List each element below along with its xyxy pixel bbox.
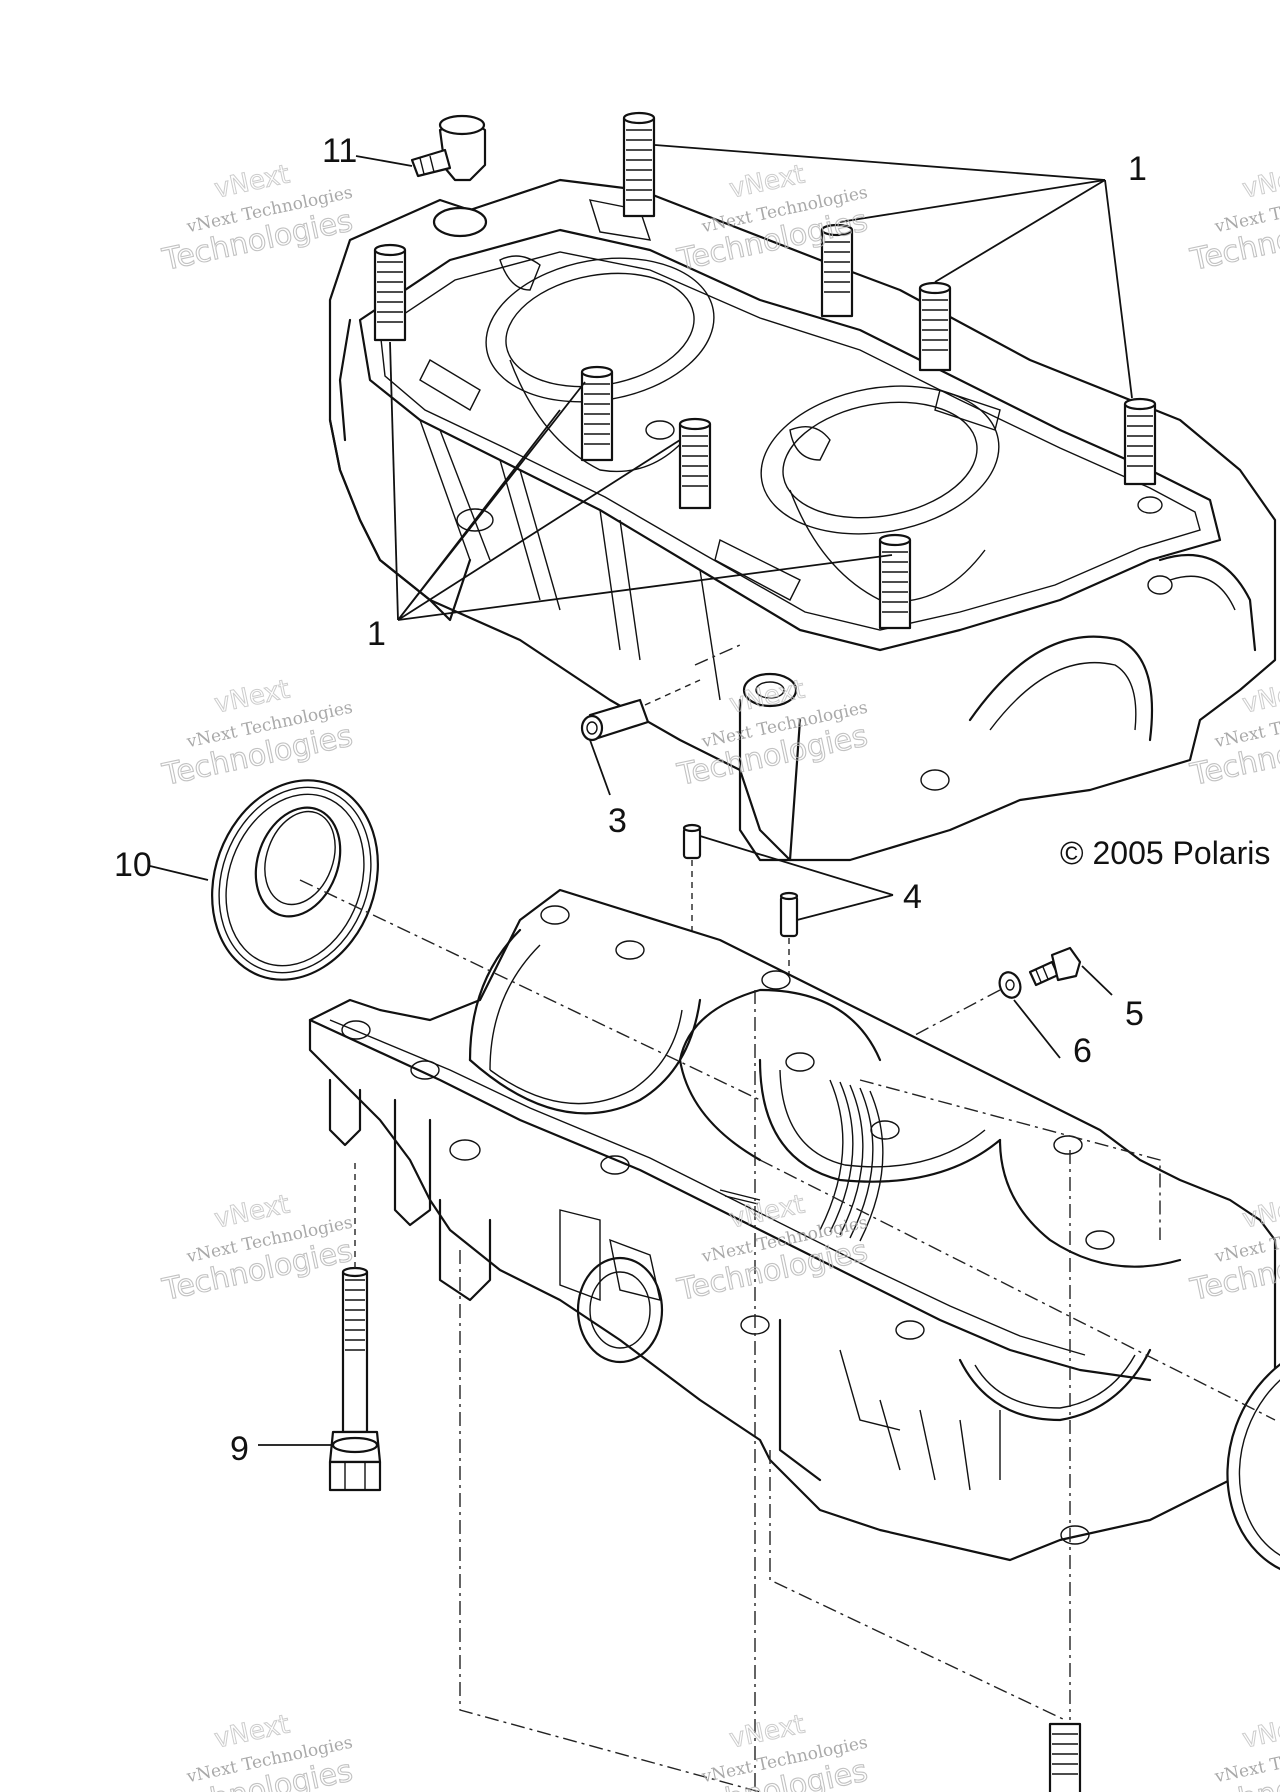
- watermark: vNext vNext Technologies Technologies: [158, 674, 356, 794]
- locating-pin: [580, 679, 701, 742]
- watermark: vNext vNext Technologies Technologies: [1186, 159, 1280, 279]
- screw-and-washer: [829, 946, 1082, 1081]
- callout-4: 4: [903, 878, 922, 916]
- callout-5: 5: [1125, 995, 1144, 1033]
- watermark: vNext vNext Technologies Technologies: [1186, 1709, 1280, 1792]
- watermark: vNext vNext Technologies Technologies: [158, 1189, 356, 1309]
- stud-h: [878, 533, 912, 630]
- upper-crankcase: [328, 178, 1277, 862]
- copyright-notice: © 2005 Polaris S: [1060, 835, 1280, 871]
- oil-seal: [211, 779, 379, 981]
- svg-text:vNext: vNext: [1240, 159, 1280, 204]
- leader-lines: [149, 144, 1133, 1446]
- stud-f: [1123, 397, 1157, 486]
- svg-text:vNext: vNext: [1240, 1709, 1280, 1754]
- callout-3: 3: [608, 802, 627, 840]
- right-seal-partial: [1226, 1341, 1280, 1579]
- svg-text:vNext: vNext: [1240, 1189, 1280, 1234]
- callout-11: 11: [322, 132, 357, 170]
- dowel-pins: [682, 823, 799, 1020]
- lower-crankcase: [308, 888, 1277, 1562]
- callout-1-top: 1: [1128, 150, 1147, 188]
- stud-e: [580, 365, 614, 462]
- callout-labels: 11 1 1 3 4 5 6 9 10: [114, 132, 1147, 1468]
- watermark: vNext vNext Technologies Technologies: [673, 1709, 871, 1792]
- stud-b: [373, 243, 407, 342]
- callout-10: 10: [114, 846, 152, 884]
- crankcase-bolt: [328, 1160, 382, 1492]
- callout-9: 9: [230, 1430, 249, 1468]
- watermark: vNext vNext Technologies Technologies: [158, 1709, 356, 1792]
- fitting-elbow: [410, 114, 487, 182]
- stud-g: [678, 417, 712, 510]
- assembly-lines: [299, 644, 1276, 1792]
- callout-6: 6: [1073, 1032, 1092, 1070]
- callout-1-bottom: 1: [367, 615, 386, 653]
- stud-a: [622, 111, 656, 218]
- cylinder-studs: [373, 111, 1157, 630]
- stud-c: [820, 223, 854, 318]
- bottom-stud: [1048, 1722, 1082, 1792]
- stud-d: [918, 281, 952, 372]
